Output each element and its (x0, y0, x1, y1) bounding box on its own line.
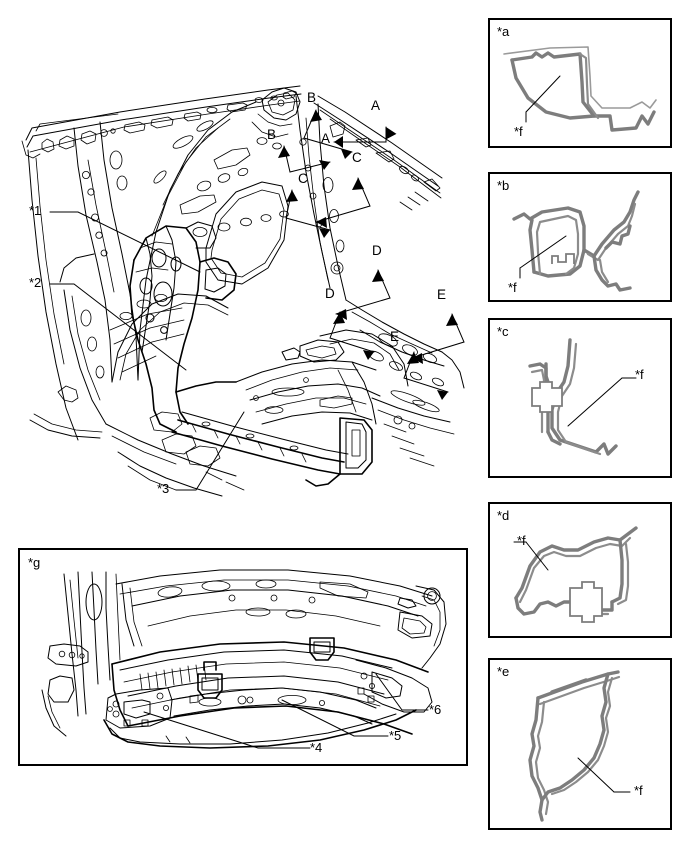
detail-panel-c: *c *f (488, 318, 672, 478)
rear-floor-pan (235, 329, 409, 425)
detail-panel-b-drawing (512, 190, 640, 292)
rocker-side-member (171, 411, 373, 487)
lower-panel-callout-5: *5 (389, 728, 402, 743)
package-tray-panel (115, 569, 433, 647)
section-marker-D-left (329, 311, 375, 360)
detail-panel-c-drawing (528, 338, 637, 456)
detail-panel-b-callout-f: *f (508, 280, 517, 295)
section-marker-D-right (335, 269, 391, 320)
callout-label-3: *3 (157, 481, 170, 496)
lower-panel-callout-4: *4 (310, 740, 323, 755)
section-label-C-right: C (352, 150, 362, 165)
section-marker-A-right (333, 126, 397, 148)
center-pillar (73, 121, 139, 383)
main-body-structure-drawing (21, 85, 465, 497)
detail-panel-d-callout-f: *f (517, 533, 526, 548)
detail-panel-c-label: *c (497, 324, 509, 339)
detail-panel-a-drawing (503, 46, 657, 132)
detail-panel-a-label: *a (497, 24, 510, 39)
section-label-A-right: A (371, 98, 381, 113)
rear-end-panel-main (105, 585, 447, 735)
rear-pillar (295, 95, 347, 301)
left-pillar-group (41, 571, 121, 737)
rear-end-panel-drawing (41, 569, 447, 749)
section-label-C-left: C (298, 171, 308, 186)
section-marker-A-left (303, 109, 353, 159)
roof-rail-right-extension (313, 95, 443, 211)
callout-label-2: *2 (29, 275, 42, 290)
section-label-B-right: B (307, 90, 317, 105)
section-label-E-right: E (437, 287, 447, 302)
body-side-outer-left (27, 149, 103, 441)
section-label-D-right: D (372, 243, 382, 258)
callout-leader-2 (49, 283, 187, 371)
detail-panel-c-callout-f: *f (635, 367, 644, 382)
quarter-inner-panel (137, 101, 289, 381)
section-marker-C-right (315, 177, 371, 228)
section-label-E-left: E (390, 329, 400, 344)
detail-panel-e-drawing (528, 670, 631, 822)
detail-panel-d-label: *d (497, 508, 510, 523)
detail-panel-a: *a *f (488, 18, 672, 148)
callout-label-1: *1 (29, 203, 42, 218)
section-marker-E-left (403, 351, 449, 400)
callout-leader-1 (49, 211, 201, 273)
detail-panel-b: *b *f (488, 172, 672, 302)
floor-reinforcement-ribs (105, 411, 245, 497)
roof-side-rail (21, 85, 302, 159)
quarter-reinforcement-bracket (129, 221, 237, 433)
rear-wheelhouse-outer-right (345, 299, 465, 467)
detail-panel-a-callout-f: *f (514, 124, 523, 139)
floor-bracket (281, 339, 345, 363)
detail-panel-e-callout-f: *f (634, 783, 643, 798)
detail-panel-e-label: *e (497, 664, 510, 679)
section-marker-B-left (278, 145, 331, 173)
lower-panel-callout-leaders (143, 673, 429, 749)
section-label-D-left: D (325, 286, 335, 301)
detail-panel-d-drawing (513, 526, 638, 623)
detail-panel-b-label: *b (497, 178, 510, 193)
lower-panel-g-label: *g (28, 555, 41, 570)
section-marker-C-left (285, 189, 331, 238)
section-label-B-left: B (267, 127, 277, 142)
section-marker-E-right (411, 313, 465, 364)
section-label-A-left: A (321, 131, 331, 146)
pillar-upper-joint (251, 87, 301, 150)
detail-panel-e: *e *f (488, 658, 672, 830)
callout-leader-3 (175, 411, 245, 491)
lower-panel-callout-6: *6 (429, 702, 442, 717)
detail-panel-d: *d *f (488, 502, 672, 638)
lower-panel-g: *g (18, 548, 468, 766)
bumper-reinforcement (103, 709, 417, 749)
center-clip-bracket (197, 637, 335, 699)
